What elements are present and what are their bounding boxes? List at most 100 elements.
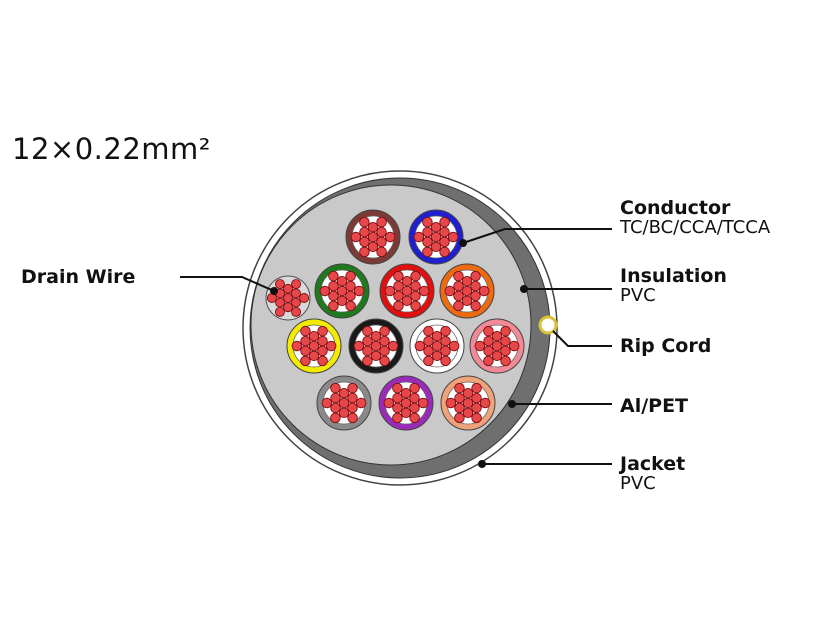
strand xyxy=(471,412,482,424)
strand xyxy=(347,402,358,414)
cores-group xyxy=(286,209,525,431)
drain-wire xyxy=(265,275,311,321)
strand xyxy=(444,285,456,297)
strand xyxy=(508,340,520,352)
label-insulation-name: Insulation xyxy=(620,265,727,287)
strand xyxy=(423,335,434,347)
strand xyxy=(338,387,350,399)
strand xyxy=(418,285,430,297)
strand xyxy=(338,407,350,419)
strand xyxy=(393,300,404,312)
core-grey xyxy=(316,375,372,431)
strand xyxy=(384,231,396,243)
strand xyxy=(353,340,365,352)
label-insulation-sub: PVC xyxy=(620,285,656,306)
strand xyxy=(430,231,442,243)
strand xyxy=(370,350,382,362)
strand xyxy=(454,402,465,414)
strand xyxy=(330,412,341,424)
leader-dot-drain-wire xyxy=(270,287,278,295)
strand xyxy=(376,246,387,258)
leader-dot-conductor xyxy=(459,239,467,247)
strand xyxy=(479,397,491,409)
strand xyxy=(345,270,356,282)
strand xyxy=(409,402,420,414)
strand xyxy=(393,280,404,292)
strand xyxy=(470,300,481,312)
strand xyxy=(491,330,503,342)
strand xyxy=(379,335,390,347)
strand xyxy=(430,221,442,233)
strand xyxy=(367,221,379,233)
strand xyxy=(453,300,464,312)
strand xyxy=(431,330,443,342)
strand xyxy=(410,280,421,292)
strand xyxy=(491,340,503,352)
strand xyxy=(328,290,339,302)
strand xyxy=(367,231,379,243)
strand xyxy=(336,295,348,307)
strand xyxy=(370,340,382,352)
strand xyxy=(440,345,451,357)
strand xyxy=(300,355,311,367)
strand xyxy=(317,355,328,367)
strand xyxy=(347,392,358,404)
strand xyxy=(274,279,285,290)
leader-rip-cord xyxy=(552,330,612,347)
strand xyxy=(336,275,348,287)
label-insulation: Insulation PVC xyxy=(620,267,727,305)
core-violet xyxy=(378,375,434,431)
strand xyxy=(300,335,311,347)
strand xyxy=(362,325,373,337)
strand xyxy=(400,407,412,419)
strand xyxy=(439,246,450,258)
strand xyxy=(423,325,434,337)
strand xyxy=(422,226,433,238)
label-al-pet: Al/PET xyxy=(620,397,688,416)
strand xyxy=(462,397,474,409)
label-conductor-name: Conductor xyxy=(620,197,731,219)
strand xyxy=(478,285,490,297)
label-jacket: Jacket PVC xyxy=(620,455,685,493)
strand xyxy=(355,397,367,409)
strand xyxy=(439,226,450,238)
strand xyxy=(376,216,387,228)
strand xyxy=(383,397,395,409)
strand xyxy=(283,293,293,303)
strand xyxy=(500,335,511,347)
strand xyxy=(471,392,482,404)
strand xyxy=(474,340,486,352)
core-orange xyxy=(439,263,495,319)
label-rip-cord-name: Rip Cord xyxy=(620,335,712,357)
strand xyxy=(330,402,341,414)
strand xyxy=(461,295,473,307)
strand xyxy=(431,340,443,352)
strand xyxy=(401,285,413,297)
strand xyxy=(275,297,285,308)
strand xyxy=(471,382,482,394)
strand xyxy=(367,241,379,253)
label-al-pet-name: Al/PET xyxy=(620,395,689,417)
strand xyxy=(291,288,301,299)
strand xyxy=(392,382,403,394)
strand xyxy=(422,216,433,228)
strand xyxy=(491,350,503,362)
strand xyxy=(410,300,421,312)
strand xyxy=(359,216,370,228)
strand xyxy=(392,412,403,424)
strand xyxy=(359,246,370,258)
core-green xyxy=(314,263,370,319)
strand xyxy=(330,382,341,394)
label-drain-wire: Drain Wire xyxy=(21,268,135,287)
strand xyxy=(338,397,350,409)
strand xyxy=(321,397,333,409)
strand xyxy=(410,290,421,302)
strand xyxy=(500,345,511,357)
strand xyxy=(291,340,303,352)
strand xyxy=(319,285,331,297)
strand xyxy=(353,285,365,297)
strand xyxy=(462,407,474,419)
leader-conductor xyxy=(462,228,612,244)
label-jacket-name: Jacket xyxy=(620,453,686,475)
label-jacket-sub: PVC xyxy=(620,473,656,494)
